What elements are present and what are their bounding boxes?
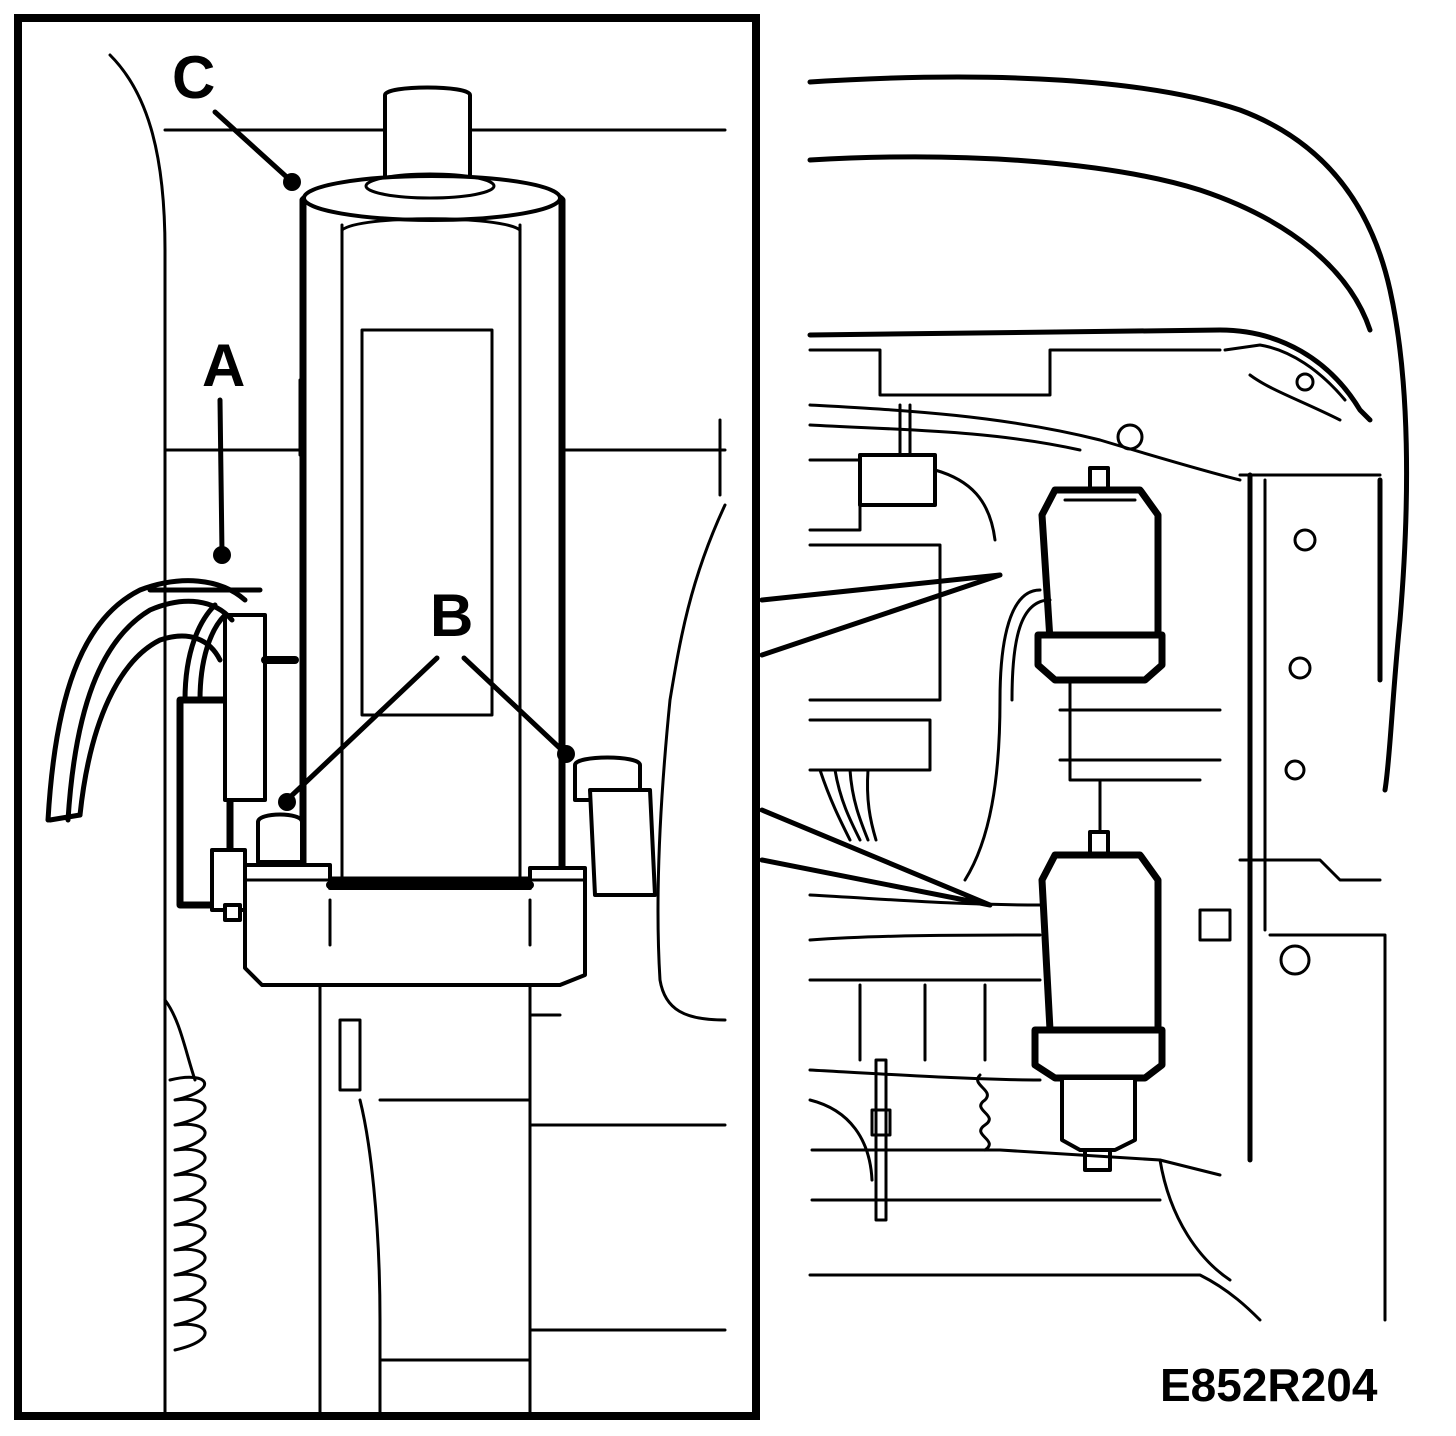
overview-drawing (807, 74, 1410, 1322)
callout-label-c: C (172, 44, 216, 111)
detail-box (14, 14, 760, 1420)
magnification-pointers (759, 572, 1003, 908)
callout-label-a: A (202, 332, 246, 399)
figure-code: E852R204 (1160, 1359, 1378, 1411)
callout-label-b: B (430, 582, 474, 649)
